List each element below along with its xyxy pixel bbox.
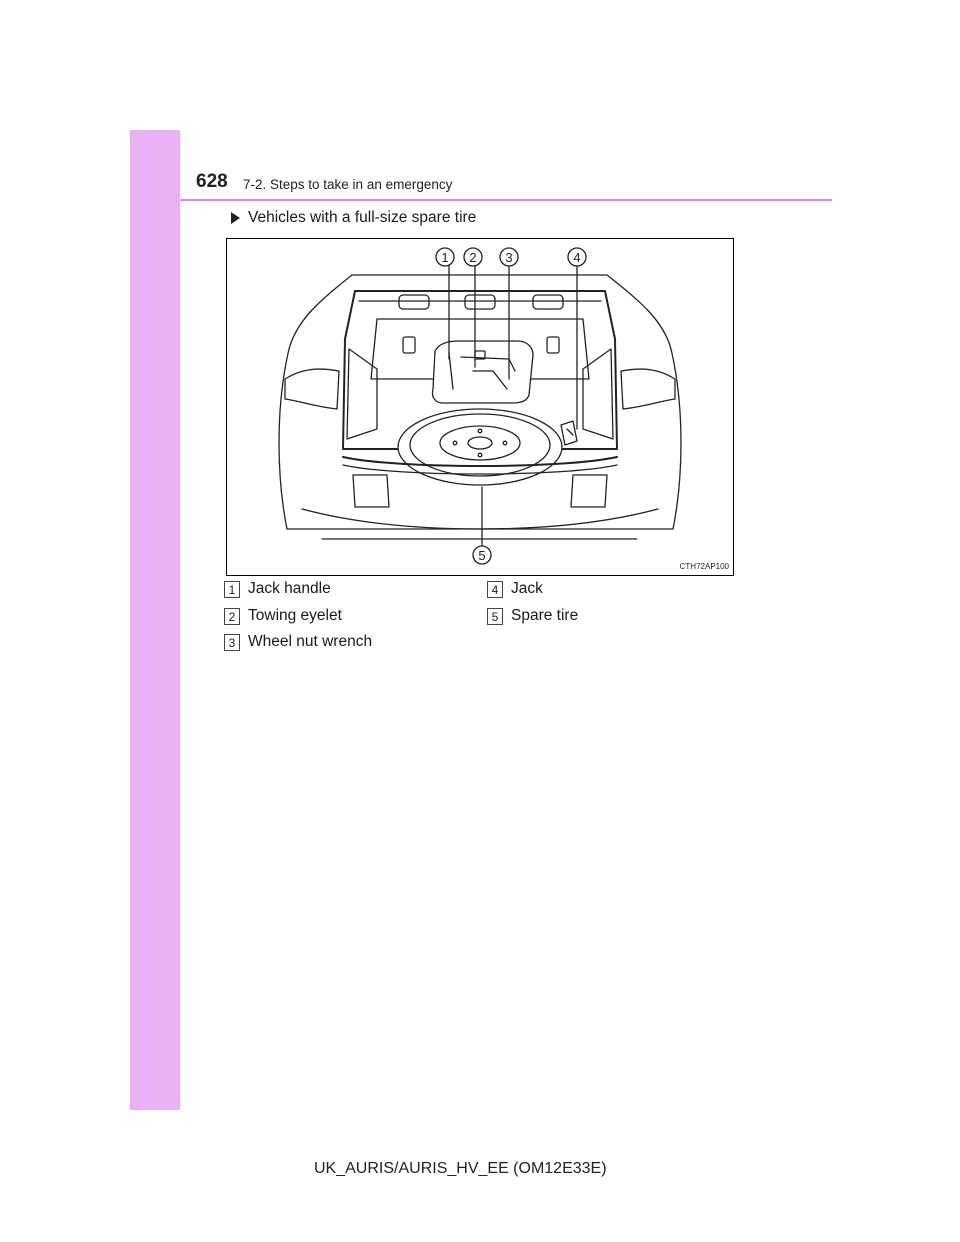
callout-1: 1 <box>441 250 448 265</box>
subheading: Vehicles with a full-size spare tire <box>231 209 476 227</box>
triangle-bullet-icon <box>231 212 240 224</box>
header-divider <box>180 199 832 201</box>
legend-label: Jack <box>511 580 543 597</box>
callout-4: 4 <box>573 250 580 265</box>
document-footer: UK_AURIS/AURIS_HV_EE (OM12E33E) <box>314 1160 607 1177</box>
trunk-illustration: 1 2 3 4 5 CTH72AP100 <box>226 238 734 576</box>
legend-number: 1 <box>224 580 240 598</box>
legend-item: 4 Jack <box>487 580 543 598</box>
legend-label: Jack handle <box>248 580 331 597</box>
legend-number: 4 <box>487 580 503 598</box>
legend-label: Spare tire <box>511 607 579 624</box>
legend-item: 5 Spare tire <box>487 607 578 625</box>
legend-item: 1 Jack handle <box>224 580 331 598</box>
page-number: 628 <box>196 171 228 192</box>
legend-label: Wheel nut wrench <box>248 633 373 650</box>
car-trunk-drawing: 1 2 3 4 5 <box>278 247 682 565</box>
callout-3: 3 <box>505 250 512 265</box>
legend-label: Towing eyelet <box>248 607 342 624</box>
margin-tab-bar <box>130 130 180 1110</box>
legend-number: 2 <box>224 607 240 625</box>
subheading-text: Vehicles with a full-size spare tire <box>248 209 477 226</box>
callout-5: 5 <box>478 548 485 563</box>
section-title: 7-2. Steps to take in an emergency <box>243 177 453 192</box>
legend-number: 5 <box>487 607 503 625</box>
figure-code: CTH72AP100 <box>679 562 729 571</box>
legend-item: 2 Towing eyelet <box>224 607 342 625</box>
legend-number: 3 <box>224 633 240 651</box>
callout-2: 2 <box>469 250 476 265</box>
legend-item: 3 Wheel nut wrench <box>224 633 372 651</box>
